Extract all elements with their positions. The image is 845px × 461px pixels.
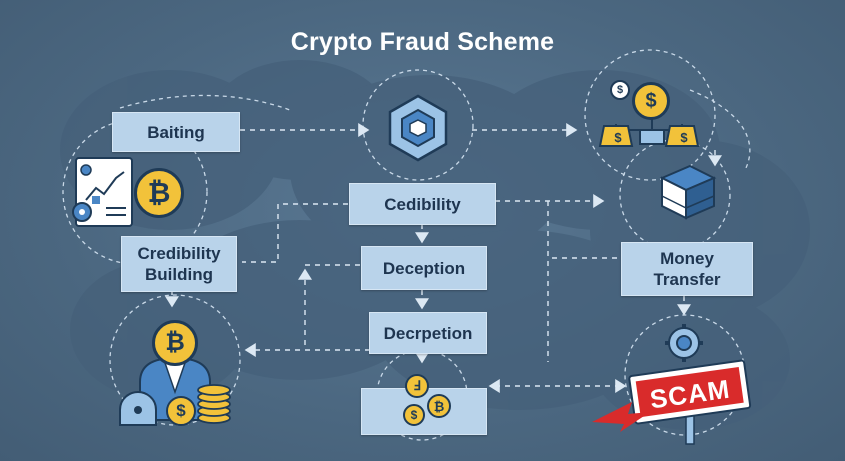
dollar-coin-small-icon: $: [403, 404, 425, 426]
gear-icon: [665, 324, 703, 362]
node-money-transfer-line2: Transfer: [653, 270, 721, 289]
node-deception-upper-label: Deception: [382, 258, 466, 278]
scam-sign-icon: [592, 359, 752, 445]
euro-glyph: Ⅎ: [413, 378, 421, 393]
money-bags-icon: [598, 80, 700, 147]
bitcoin-glyph: ₿: [433, 398, 445, 414]
node-deception-lower: Decrpetion: [369, 312, 487, 354]
node-deception-lower-label: Decrpetion: [383, 323, 473, 343]
dollar-glyph: $: [176, 401, 186, 420]
bitcoin-head-icon: ₿: [152, 320, 198, 366]
node-credibility-center: Cedibility: [349, 183, 496, 225]
dollar-glyph: $: [680, 129, 688, 145]
server-stack-icon: [659, 164, 717, 220]
dollar-glyph: $: [616, 84, 624, 96]
dollar-glyph: $: [614, 129, 622, 145]
dollar-glyph: $: [410, 408, 418, 422]
node-deception-upper: Deception: [361, 246, 487, 290]
dollar-glyph: $: [645, 89, 657, 112]
diagram-title: Crypto Fraud Scheme: [290, 28, 555, 56]
blockchain-hexagon-icon: [388, 94, 448, 162]
money-bag-left-label-icon: $: [604, 128, 632, 146]
bitcoin-coin-small-icon: ₿: [427, 394, 451, 418]
bitcoin-glyph: ₿: [147, 177, 171, 208]
node-credibility-building-line2: Building: [145, 265, 213, 284]
coin-stack-icon: [197, 384, 231, 424]
node-money-transfer-line1: Money: [660, 249, 714, 268]
coin-cluster-icon: Ⅎ $ ₿: [395, 372, 455, 432]
dollar-small-top-right-icon: $: [612, 82, 628, 98]
node-baiting-label: Baiting: [147, 122, 205, 142]
money-bag-right-label-icon: $: [670, 128, 698, 146]
node-credibility-building-line1: Credibility: [137, 244, 221, 263]
dollar-coin-bottom-left-icon: $: [166, 396, 196, 426]
bitcoin-glyph: ₿: [165, 329, 185, 356]
node-credibility-building: Credibility Building: [121, 236, 237, 292]
connectors: [165, 123, 722, 393]
node-credibility-center-label: Cedibility: [384, 194, 461, 214]
dollar-coin-top-right-icon: $: [632, 82, 670, 120]
node-baiting: Baiting: [112, 112, 240, 152]
node-money-transfer: Money Transfer: [621, 242, 753, 296]
bitcoin-coin-left-icon: ₿: [134, 168, 184, 218]
chart-document-icon: [72, 157, 133, 227]
euro-coin-icon: Ⅎ: [405, 374, 429, 398]
